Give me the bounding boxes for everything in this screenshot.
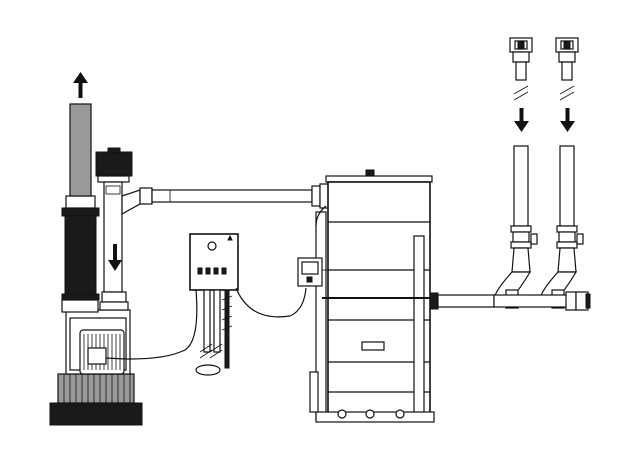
switch-3[interactable] bbox=[213, 267, 219, 275]
collector-manifold bbox=[493, 291, 591, 311]
exhaust-silencer bbox=[61, 72, 100, 313]
control-box bbox=[189, 233, 307, 376]
switch-2[interactable] bbox=[205, 267, 211, 275]
filter-cap bbox=[95, 151, 133, 177]
arrow-up-icon bbox=[73, 72, 88, 83]
exhaust-pipe bbox=[69, 103, 92, 197]
blower-base bbox=[49, 402, 143, 426]
gauge-icon bbox=[207, 241, 217, 251]
suction-duct bbox=[121, 183, 331, 216]
inspection-window bbox=[361, 341, 385, 351]
inlet-line-1 bbox=[493, 37, 538, 309]
blower-housing bbox=[57, 373, 135, 404]
blower-unit bbox=[49, 289, 198, 426]
post-base bbox=[195, 364, 221, 376]
silencer-body bbox=[64, 215, 97, 299]
switch-1[interactable] bbox=[197, 267, 203, 275]
collection-tank bbox=[297, 169, 495, 423]
motor-terminal-box bbox=[87, 347, 107, 365]
switch-4[interactable] bbox=[221, 267, 227, 275]
arrow-down-icon bbox=[108, 260, 122, 271]
inlet-filter bbox=[95, 147, 133, 311]
inlet-line-2 bbox=[539, 37, 584, 309]
